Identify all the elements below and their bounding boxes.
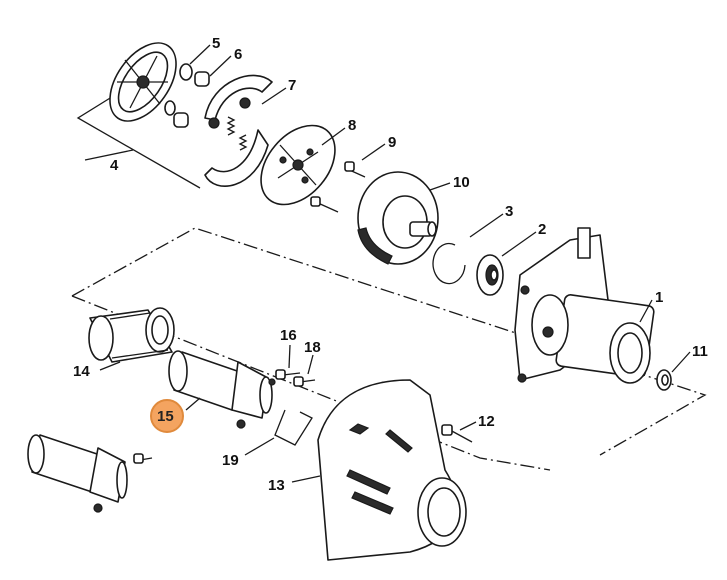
label-13: 13	[268, 477, 285, 494]
label-10: 10	[453, 174, 470, 191]
label-16: 16	[280, 327, 297, 344]
label-7: 7	[288, 77, 296, 94]
label-11: 11	[692, 343, 708, 360]
gear-housing-part-1	[514, 227, 655, 384]
label-9: 9	[388, 134, 396, 151]
housing-part-13	[317, 379, 467, 561]
clutch-carrier-part	[109, 42, 177, 122]
label-2: 2	[538, 221, 546, 238]
assembly-outline	[71, 227, 707, 471]
label-5: 5	[212, 35, 220, 52]
leader-lines	[99, 44, 691, 483]
label-18: 18	[304, 339, 321, 356]
label-8: 8	[348, 117, 356, 134]
label-1: 1	[655, 289, 663, 306]
label-12: 12	[478, 413, 495, 430]
screws-part-9	[310, 161, 366, 213]
label-19: 19	[222, 452, 239, 469]
ball-bearing-part-2	[476, 254, 504, 296]
tube-part-15	[168, 350, 276, 429]
label-6: 6	[234, 46, 242, 63]
screw-part-12	[441, 424, 473, 443]
label-14: 14	[73, 363, 90, 380]
washer-part-5	[179, 63, 193, 81]
circlip-part-3	[432, 242, 466, 285]
sleeve-part-14	[88, 307, 175, 363]
screws-part-16-18	[275, 369, 316, 387]
clutch-shoes-part-7	[204, 74, 273, 187]
label-3: 3	[505, 203, 513, 220]
plate-part-8	[260, 124, 336, 206]
part-labels: 5 6 7 4 8 9 10 3 2 1 11 12 13 14 15 16 1…	[73, 35, 708, 494]
washer-part-11	[656, 369, 672, 391]
clutch-drum-part-10	[357, 171, 439, 265]
clip-part-19	[274, 409, 313, 446]
label-4: 4	[110, 157, 119, 174]
highlight-marker-15	[150, 399, 184, 433]
tube-assembly-lower	[27, 434, 153, 513]
bushing-part-6	[164, 71, 210, 128]
label-15: 15	[157, 408, 174, 425]
clutch-group-bracket	[76, 94, 201, 189]
